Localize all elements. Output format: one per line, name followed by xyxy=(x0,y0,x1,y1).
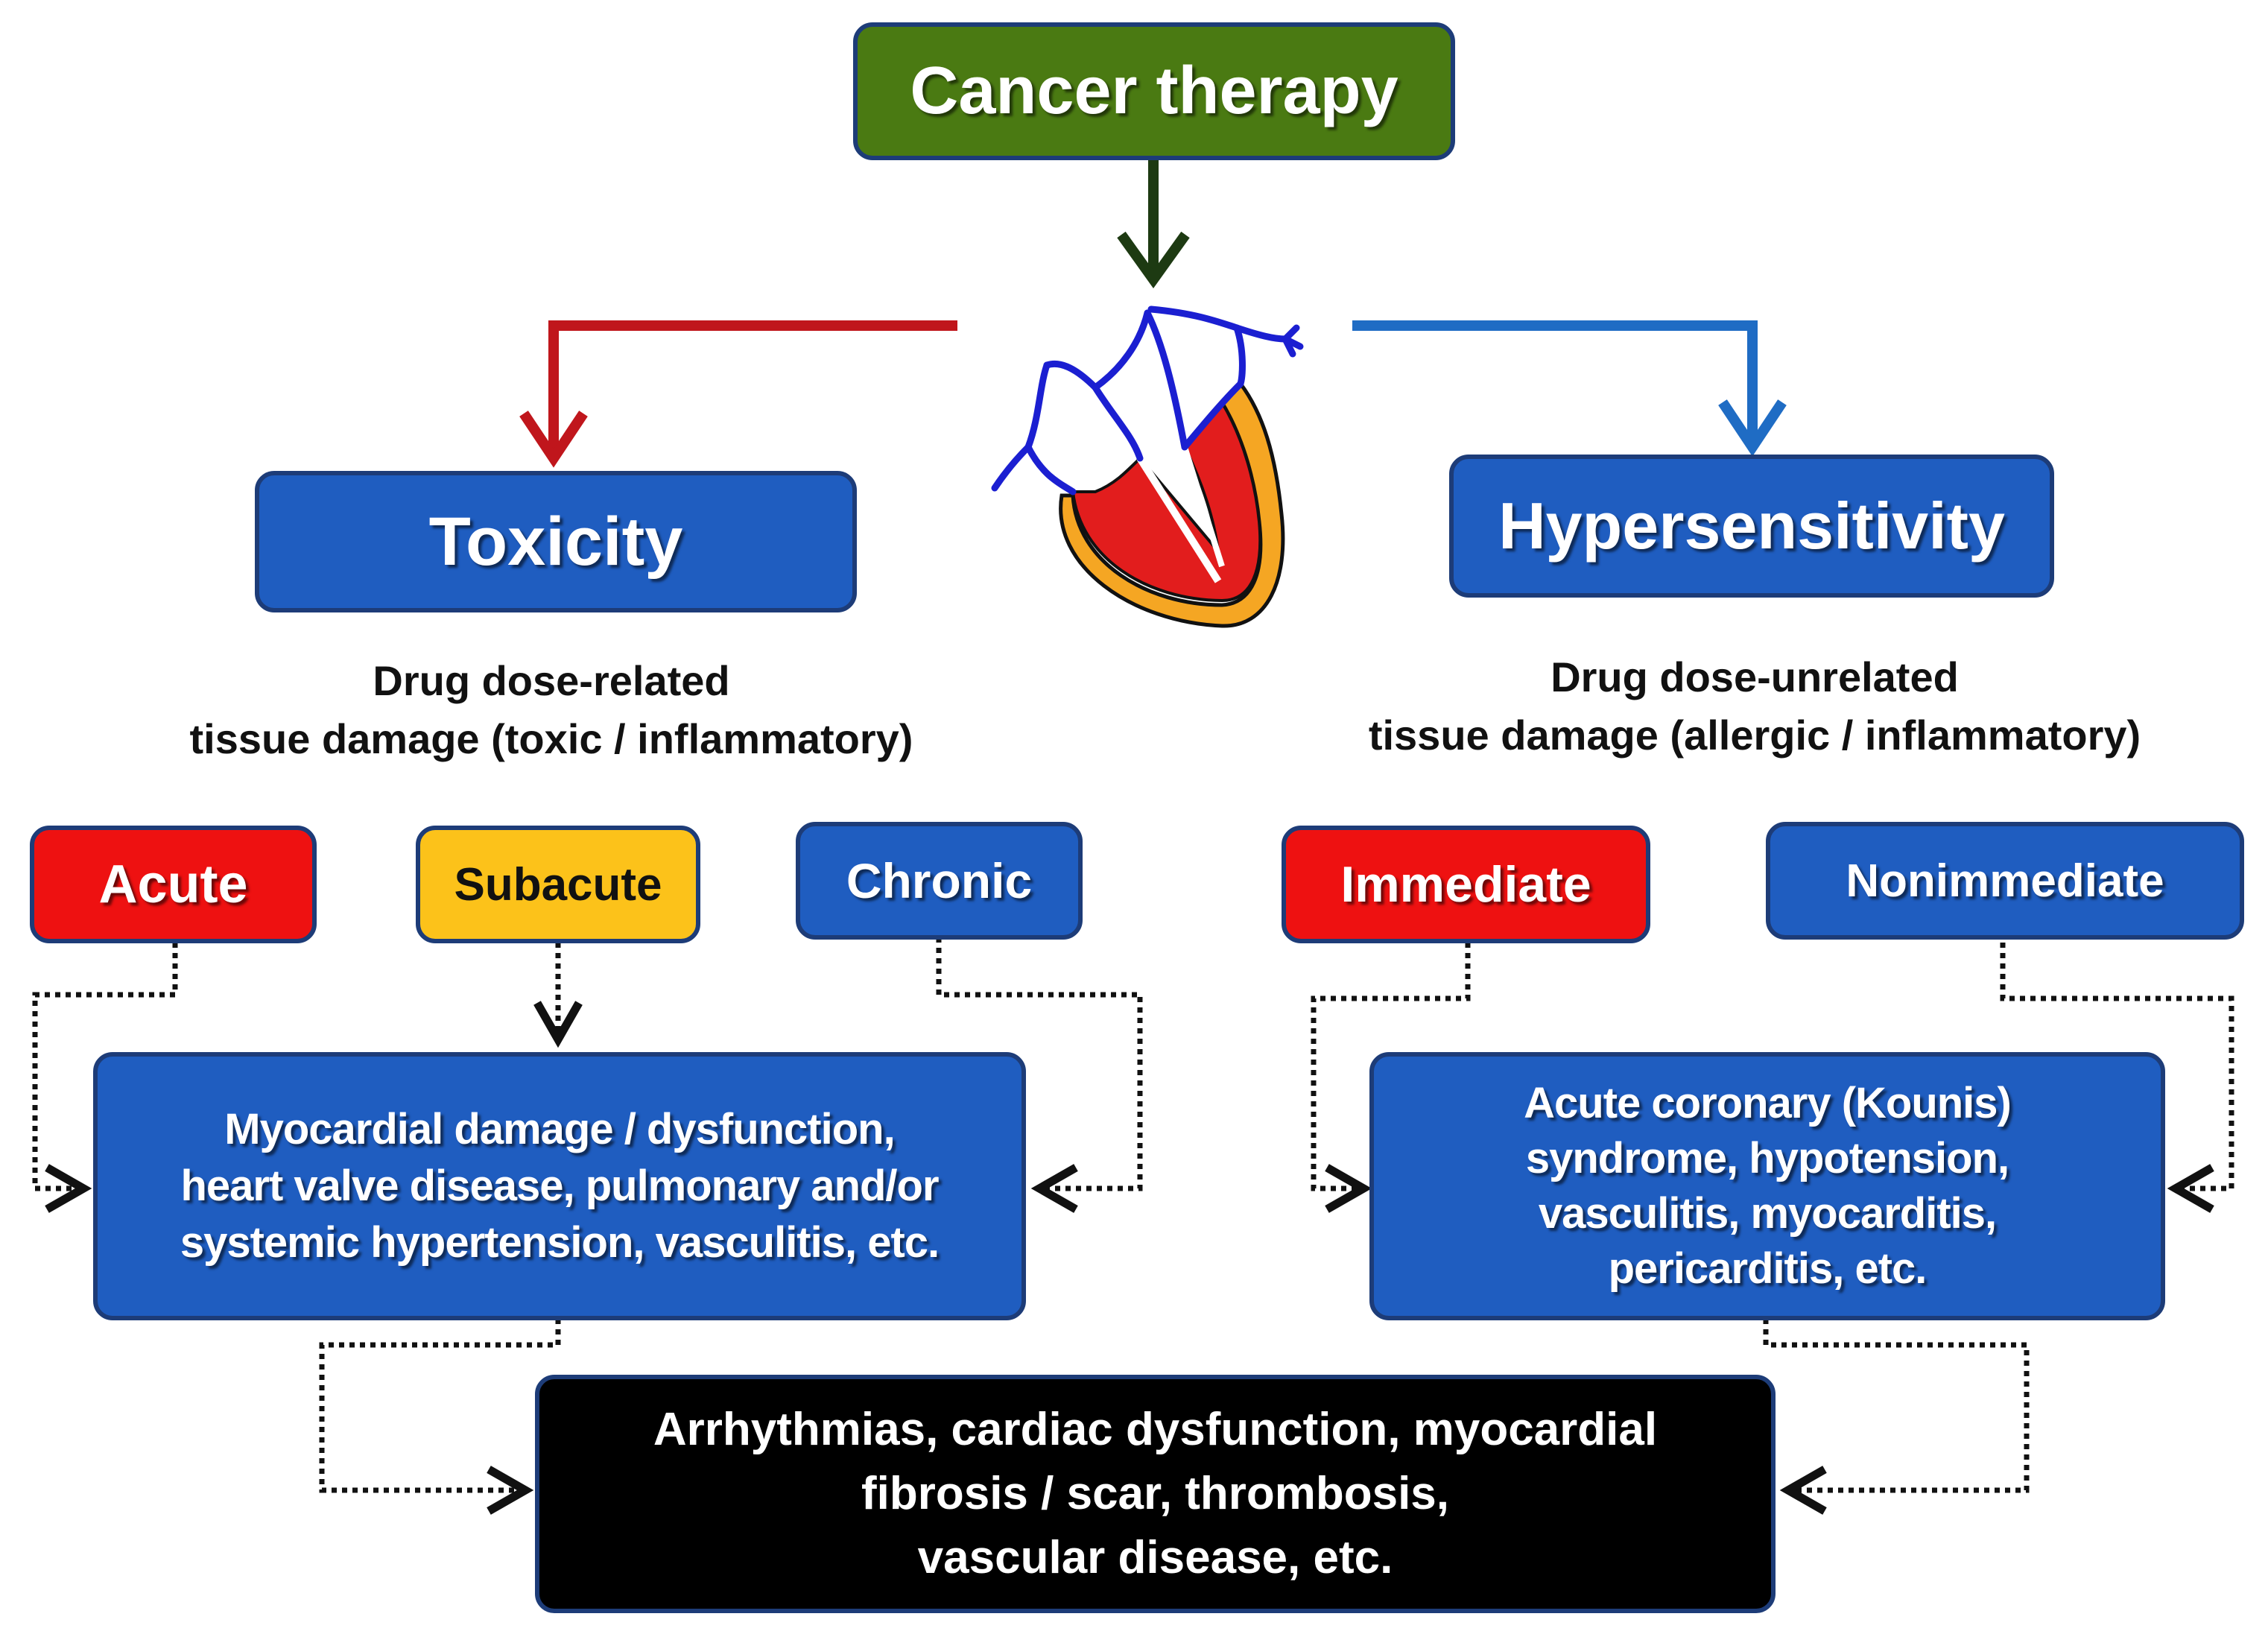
hypersensitivity-outcome-box: Acute coronary (Kounis) syndrome, hypote… xyxy=(1369,1052,2165,1320)
toxicity-outcome-line1: Myocardial damage / dysfunction, xyxy=(224,1105,895,1153)
toxicity-desc-line2: tissue damage (toxic / inflammatory) xyxy=(189,715,913,762)
immediate-box: Immediate xyxy=(1282,826,1650,943)
toxicity-outcome-line2: heart valve disease, pulmonary and/or xyxy=(180,1162,939,1210)
hypersensitivity-desc-line1: Drug dose-unrelated xyxy=(1550,653,1959,700)
subacute-label: Subacute xyxy=(454,858,662,911)
toxicity-box: Toxicity xyxy=(255,471,857,612)
immediate-label: Immediate xyxy=(1340,856,1591,913)
toxicity-outcome-line3: systemic hypertension, vasculitis, etc. xyxy=(180,1218,940,1267)
toxicity-description: Drug dose-related tissue damage (toxic /… xyxy=(104,652,998,768)
hypersensitivity-desc-line2: tissue damage (allergic / inflammatory) xyxy=(1368,712,2141,759)
toxicity-arrow xyxy=(519,320,957,468)
hypersensitivity-outcome-line2: syndrome, hypotension, xyxy=(1525,1134,2009,1182)
cancer-therapy-label: Cancer therapy xyxy=(910,54,1399,128)
heart-icon xyxy=(991,305,1304,628)
common-outcome-line1: Arrhythmias, cardiac dysfunction, myocar… xyxy=(653,1404,1658,1455)
hypersensitivity-outcome-line3: vasculitis, myocarditis, xyxy=(1538,1189,1997,1238)
nonimmediate-box: Nonimmediate xyxy=(1766,822,2244,940)
chronic-box: Chronic xyxy=(796,822,1083,940)
hypersensitivity-arrow xyxy=(1352,320,1787,457)
subacute-box: Subacute xyxy=(416,826,700,943)
therapy-arrow xyxy=(1117,160,1190,289)
hypersensitivity-dotted-connectors xyxy=(1311,943,2234,1515)
toxicity-outcome-box: Myocardial damage / dysfunction, heart v… xyxy=(93,1052,1026,1320)
toxicity-dotted-connectors xyxy=(32,937,1143,1515)
common-outcome-line2: fibrosis / scar, thrombosis, xyxy=(861,1468,1450,1519)
common-outcome-line3: vascular disease, etc. xyxy=(917,1532,1393,1583)
acute-box: Acute xyxy=(30,826,317,943)
hypersensitivity-outcome-line4: pericarditis, etc. xyxy=(1608,1244,1928,1293)
hypersensitivity-box: Hypersensitivity xyxy=(1449,455,2054,598)
hypersensitivity-label: Hypersensitivity xyxy=(1498,489,2005,563)
hypersensitivity-outcome-line1: Acute coronary (Kounis) xyxy=(1524,1079,2012,1127)
acute-label: Acute xyxy=(98,855,248,914)
nonimmediate-label: Nonimmediate xyxy=(1846,855,2164,907)
common-outcome-box: Arrhythmias, cardiac dysfunction, myocar… xyxy=(535,1375,1776,1613)
cancer-therapy-box: Cancer therapy xyxy=(853,22,1455,160)
toxicity-label: Toxicity xyxy=(428,503,683,580)
chronic-label: Chronic xyxy=(846,853,1033,908)
toxicity-desc-line1: Drug dose-related xyxy=(373,657,730,704)
hypersensitivity-description: Drug dose-unrelated tissue damage (aller… xyxy=(1293,648,2217,764)
